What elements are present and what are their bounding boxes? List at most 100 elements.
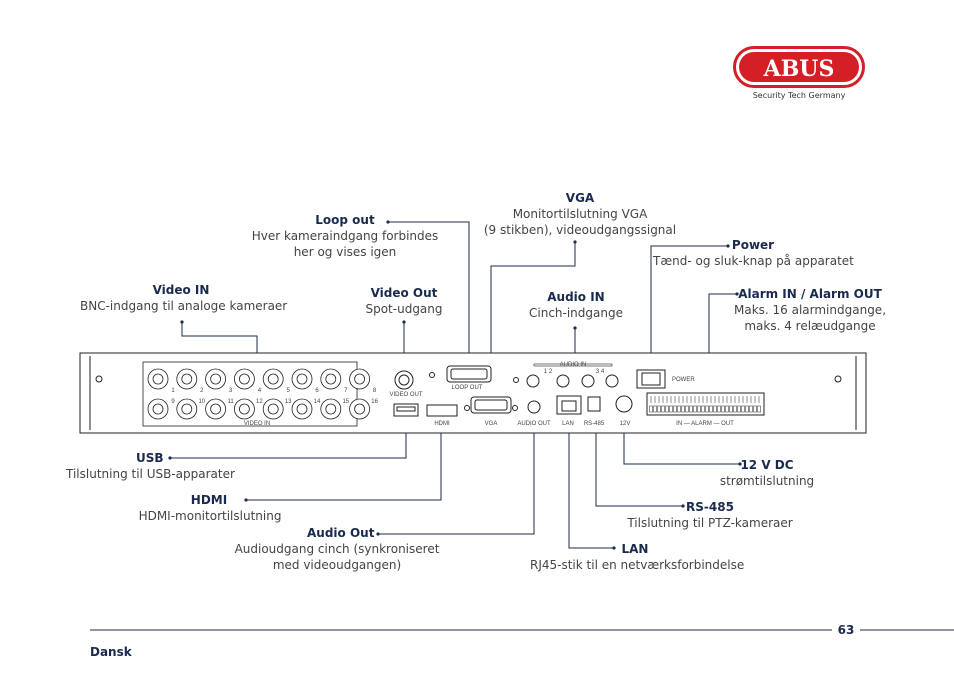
- bnc-connector-inner: [354, 373, 366, 385]
- callout-usb: USB Tilslutning til USB-apparater: [56, 450, 236, 482]
- label-audio-in: AUDIO IN: [560, 362, 587, 368]
- callout-vga-title: VGA: [565, 191, 595, 205]
- callout-alarm: Alarm IN / Alarm OUT Maks. 16 alarmindga…: [720, 286, 900, 334]
- callout-loop-out-title: Loop out: [315, 213, 375, 227]
- alarm-terminal: [677, 405, 681, 413]
- label-alarm: IN — ALARM — OUT: [676, 421, 734, 427]
- callout-usb-title: USB: [136, 451, 164, 465]
- label-hdmi: HDMI: [434, 421, 450, 427]
- bnc-number: 1: [171, 388, 175, 394]
- callout-alarm-desc2: maks. 4 relæudgange: [744, 319, 876, 333]
- abus-logo-text: ABUS: [763, 56, 835, 82]
- alarm-terminal: [753, 405, 757, 413]
- callout-lan-title: LAN: [621, 542, 649, 556]
- alarm-terminal: [733, 405, 737, 413]
- callout-vga: VGA Monitortilslutning VGA (9 stikben), …: [470, 190, 690, 238]
- label-rs485: RS-485: [584, 421, 605, 427]
- callout-lan: LAN RJ45-stik til en netværksforbindelse: [530, 541, 744, 573]
- callout-audio-out-desc2: med videoudgangen): [272, 558, 402, 572]
- footer-language: Dansk: [90, 645, 132, 659]
- page-number: 63: [832, 623, 860, 637]
- label-power: POWER: [672, 377, 695, 383]
- alarm-terminal: [673, 405, 677, 413]
- label-12v: 12V: [620, 421, 631, 427]
- callout-loop-out-desc2: her og vises igen: [293, 245, 397, 259]
- alarm-terminal: [749, 405, 753, 413]
- alarm-terminal: [669, 405, 673, 413]
- callout-alarm-desc1: Maks. 16 alarmindgange,: [733, 303, 887, 317]
- callout-power-title: Power: [731, 238, 775, 252]
- bnc-connector-inner: [267, 373, 279, 385]
- bnc-connector-inner: [210, 403, 222, 415]
- label-loop-out: LOOP OUT: [452, 385, 483, 391]
- bnc-connector-inner: [354, 403, 366, 415]
- bnc-connector-inner: [296, 373, 308, 385]
- label-lan: LAN: [562, 421, 574, 427]
- alarm-terminal: [665, 405, 669, 413]
- alarm-terminal: [685, 405, 689, 413]
- callout-hdmi: HDMI HDMI-monitortilslutning: [130, 492, 290, 524]
- alarm-terminal: [705, 405, 709, 413]
- bnc-connector-inner: [181, 403, 193, 415]
- callout-video-out-desc1: Spot-udgang: [365, 302, 443, 316]
- label-video-out: VIDEO OUT: [389, 392, 422, 398]
- bnc-connector-inner: [267, 403, 279, 415]
- brand-tagline: Security Tech Germany: [752, 91, 846, 100]
- bnc-connector-inner: [210, 373, 222, 385]
- callout-audio-in-title: Audio IN: [547, 290, 605, 304]
- callout-hdmi-title: HDMI: [190, 493, 228, 507]
- bnc-number: 11: [227, 399, 234, 405]
- bnc-connector-inner: [152, 373, 164, 385]
- bnc-connector-inner: [152, 403, 164, 415]
- alarm-terminal: [697, 405, 701, 413]
- callout-video-in: Video IN BNC-indgang til analoge kamerae…: [80, 282, 288, 314]
- callout-alarm-title: Alarm IN / Alarm OUT: [738, 287, 882, 301]
- callout-12v-title: 12 V DC: [740, 458, 794, 472]
- bnc-connector-inner: [238, 403, 250, 415]
- callout-audio-out-desc1: Audioudgang cinch (synkroniseret: [234, 542, 440, 556]
- alarm-terminal: [757, 405, 761, 413]
- bnc-number: 2: [200, 388, 204, 394]
- label-video-in: VIDEO IN: [244, 421, 270, 427]
- callout-audio-in-desc1: Cinch-indgange: [529, 306, 623, 320]
- bnc-number: 15: [342, 399, 349, 405]
- alarm-terminal: [745, 405, 749, 413]
- bnc-number: 10: [198, 399, 205, 405]
- callout-loop-out: Loop out Hver kameraindgang forbindes he…: [245, 212, 445, 260]
- alarm-terminal: [681, 405, 685, 413]
- alarm-terminal: [693, 405, 697, 413]
- bnc-connector-inner: [296, 403, 308, 415]
- bnc-number: 3: [229, 388, 233, 394]
- bnc-number: 12: [256, 399, 263, 405]
- bnc-number: 8: [373, 388, 377, 394]
- callout-rs485: RS-485 Tilslutning til PTZ-kameraer: [620, 499, 800, 531]
- bnc-connector-inner: [238, 373, 250, 385]
- callout-video-in-title: Video IN: [152, 283, 210, 297]
- alarm-terminal: [657, 405, 661, 413]
- callout-rs485-desc1: Tilslutning til PTZ-kameraer: [627, 516, 793, 530]
- alarm-terminal: [725, 405, 729, 413]
- callout-12v-desc1: strømtilslutning: [719, 474, 815, 488]
- callout-video-in-desc1: BNC-indgang til analoge kameraer: [80, 299, 288, 313]
- bnc-connector-inner: [181, 373, 193, 385]
- bnc-number: 14: [314, 399, 321, 405]
- alarm-terminal: [721, 405, 725, 413]
- bnc-connector-inner: [325, 373, 337, 385]
- alarm-terminal: [653, 405, 657, 413]
- callout-video-out: Video Out Spot-udgang: [354, 285, 454, 317]
- bnc-number: 7: [344, 388, 348, 394]
- callout-audio-out: Audio Out Audioudgang cinch (synkroniser…: [227, 525, 447, 573]
- alarm-terminal: [741, 405, 745, 413]
- callout-vga-desc1: Monitortilslutning VGA: [512, 207, 648, 221]
- label-audio-nums-b: 3 4: [596, 369, 605, 375]
- callout-power: Power Tænd- og sluk-knap på apparatet: [653, 237, 854, 269]
- callout-rs485-title: RS-485: [686, 500, 734, 514]
- label-vga: VGA: [485, 421, 498, 427]
- bnc-number: 13: [285, 399, 292, 405]
- abus-logo: ABUS: [733, 46, 865, 88]
- bnc-number: 4: [258, 388, 262, 394]
- bnc-number: 16: [371, 399, 378, 405]
- alarm-terminal: [649, 405, 653, 413]
- alarm-terminal: [689, 405, 693, 413]
